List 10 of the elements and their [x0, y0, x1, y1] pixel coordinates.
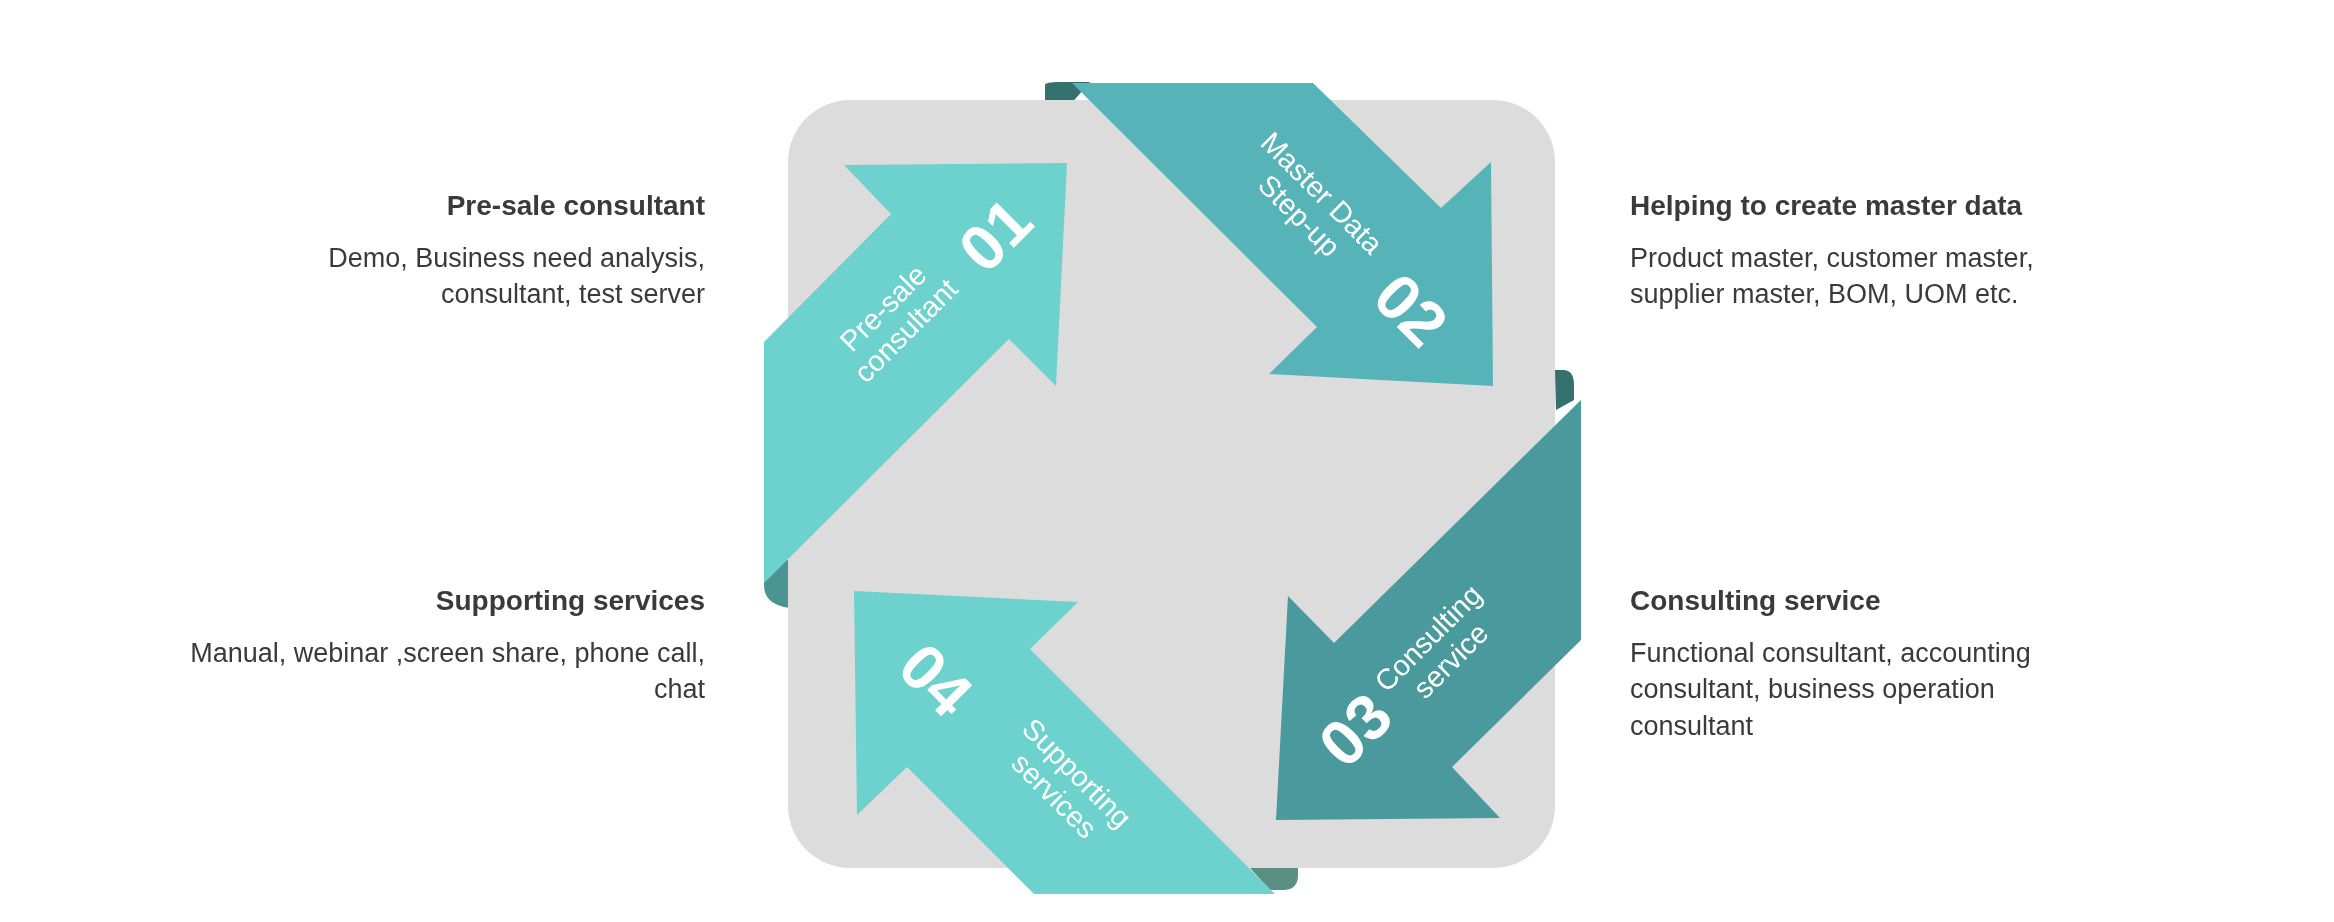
step-heading: Pre-sale consultant: [445, 190, 705, 222]
step-number: 02: [1360, 260, 1461, 361]
step-description: Manual, webinar ,screen share, phone call, chat: [189, 637, 705, 707]
step-description: Demo, Business need analysis, consultant, test server: [327, 242, 705, 312]
step-heading: Helping to create master data: [1630, 190, 2024, 222]
step-heading: Supporting services: [434, 585, 705, 617]
step-heading: Consulting service: [1630, 585, 1882, 617]
step-description: Product master, customer master, supplier master, BOM, UOM etc.: [1630, 242, 2035, 312]
step-number: 04: [885, 630, 986, 731]
step-description: Functional consultant, accounting consultant, business operation consultant: [1630, 637, 2032, 743]
